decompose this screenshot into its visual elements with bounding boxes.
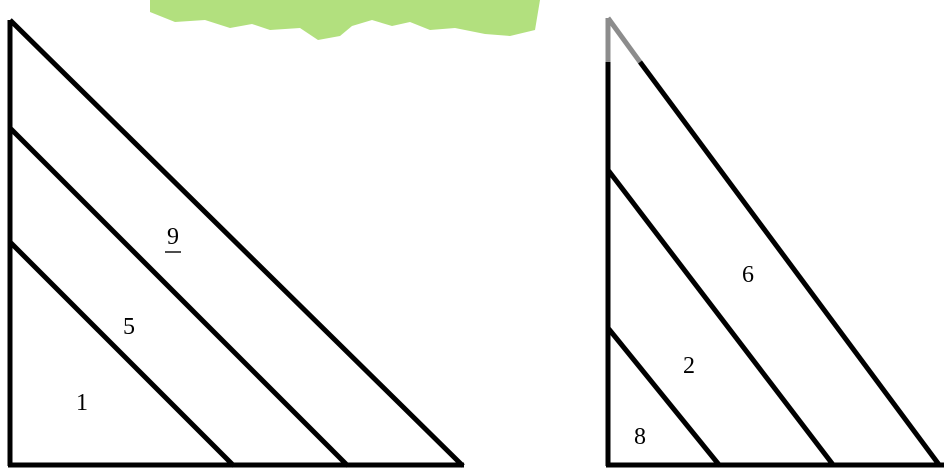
right-triangle: 6 2 8	[605, 16, 944, 468]
left-triangle-divider-lower	[8, 240, 236, 468]
left-triangle: 9 5 1	[7, 18, 465, 468]
left-region-middle-label: 5	[123, 314, 135, 340]
right-region-top-label: 6	[742, 262, 754, 288]
left-region-top-label: 9	[167, 224, 179, 250]
left-triangle-divider-upper	[8, 126, 350, 468]
right-region-bottom-label: 8	[634, 424, 646, 450]
right-triangle-divider-upper	[606, 168, 836, 468]
left-triangle-hypotenuse	[8, 18, 465, 468]
right-region-middle-label: 2	[683, 353, 695, 379]
watermark-shape	[150, 0, 540, 40]
left-region-bottom-label: 1	[76, 390, 88, 416]
right-triangle-hypotenuse-top-faded	[605, 16, 643, 64]
right-triangle-divider-lower	[606, 326, 722, 468]
right-triangle-hypotenuse	[637, 60, 943, 468]
